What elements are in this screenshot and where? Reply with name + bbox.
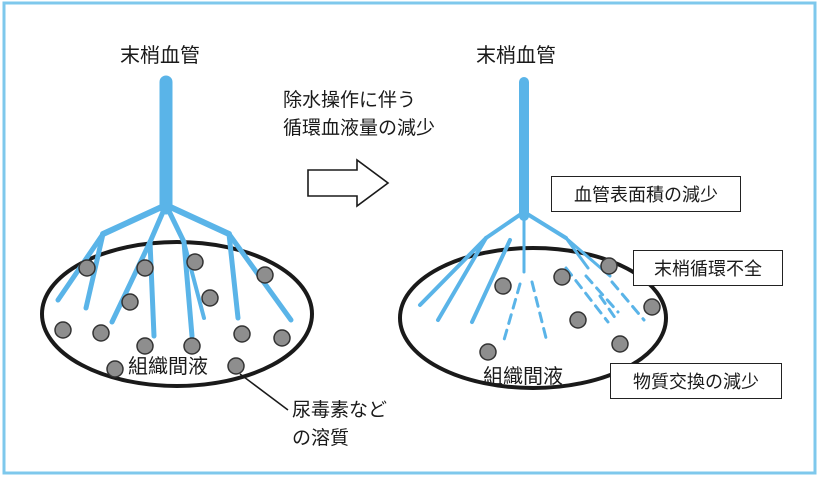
solute-particle <box>569 311 587 329</box>
solute-particle <box>54 321 72 339</box>
solute-particle <box>494 277 512 295</box>
solute-particle <box>186 253 204 271</box>
left-vessel-tree <box>55 75 294 339</box>
solute-particle <box>136 259 154 277</box>
left-tissue-ellipse <box>40 240 314 388</box>
solute-particle <box>136 337 154 355</box>
left-tissue-label: 組織間液 <box>128 354 208 378</box>
right-tissue-ellipse <box>398 246 668 390</box>
solute-particle <box>106 360 124 378</box>
solute-particle <box>233 325 251 343</box>
solute-particle <box>227 357 245 375</box>
left-vessel-label: 末梢血管 <box>120 43 200 67</box>
solute-particle <box>201 289 219 307</box>
transition-arrow-icon <box>307 158 390 208</box>
solute-leader-line <box>239 373 289 411</box>
callout-exchange-decrease: 物質交換の減少 <box>610 363 782 399</box>
callout-surface-area-decrease: 血管表面積の減少 <box>551 176 741 212</box>
right-vessel-label: 末梢血管 <box>476 43 556 67</box>
solute-particle <box>256 266 274 284</box>
solute-particle <box>92 324 110 342</box>
solute-particle <box>600 257 618 275</box>
solute-particle <box>553 268 571 286</box>
right-tissue-label: 組織間液 <box>483 364 563 388</box>
callout-peripheral-circulation-failure: 末梢循環不全 <box>633 250 783 286</box>
solute-label-line1: 尿毒素など <box>292 399 388 421</box>
solute-particle <box>121 293 139 311</box>
right-vessel-tree <box>418 77 612 324</box>
solute-particle <box>273 329 291 347</box>
solute-particle <box>611 335 629 353</box>
right-dashed-capillaries <box>502 266 646 342</box>
solute-label-line2: の溶質 <box>292 427 350 449</box>
right-solute-particles <box>479 257 661 361</box>
solute-particle <box>78 259 96 277</box>
transition-caption-line1: 除水操作に伴う <box>283 89 417 111</box>
solute-particle <box>479 343 497 361</box>
solute-particle <box>183 337 201 355</box>
solute-particle <box>643 298 661 316</box>
left-solute-particles <box>54 253 291 378</box>
transition-caption-line2: 循環血液量の減少 <box>283 117 436 139</box>
